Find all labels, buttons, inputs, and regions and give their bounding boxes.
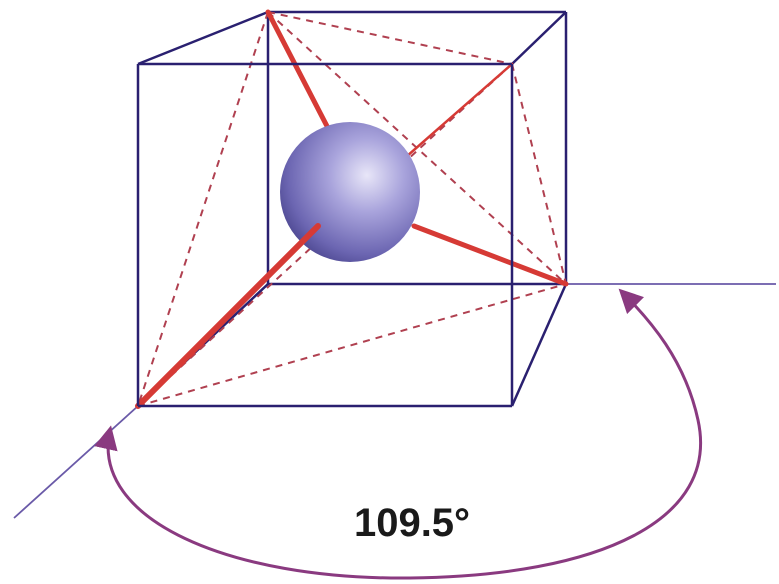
- angle-arc: [94, 288, 702, 580]
- bond-top-back: [265, 9, 333, 135]
- bonds-back: [265, 9, 514, 166]
- bond-axis-lines: [13, 283, 776, 519]
- angle-label: 109.5°: [354, 501, 470, 545]
- bond-top-right: [396, 62, 514, 166]
- cube-back-face: [266, 10, 568, 286]
- bond-right: [411, 223, 569, 287]
- bond-bottom-left: [135, 223, 321, 409]
